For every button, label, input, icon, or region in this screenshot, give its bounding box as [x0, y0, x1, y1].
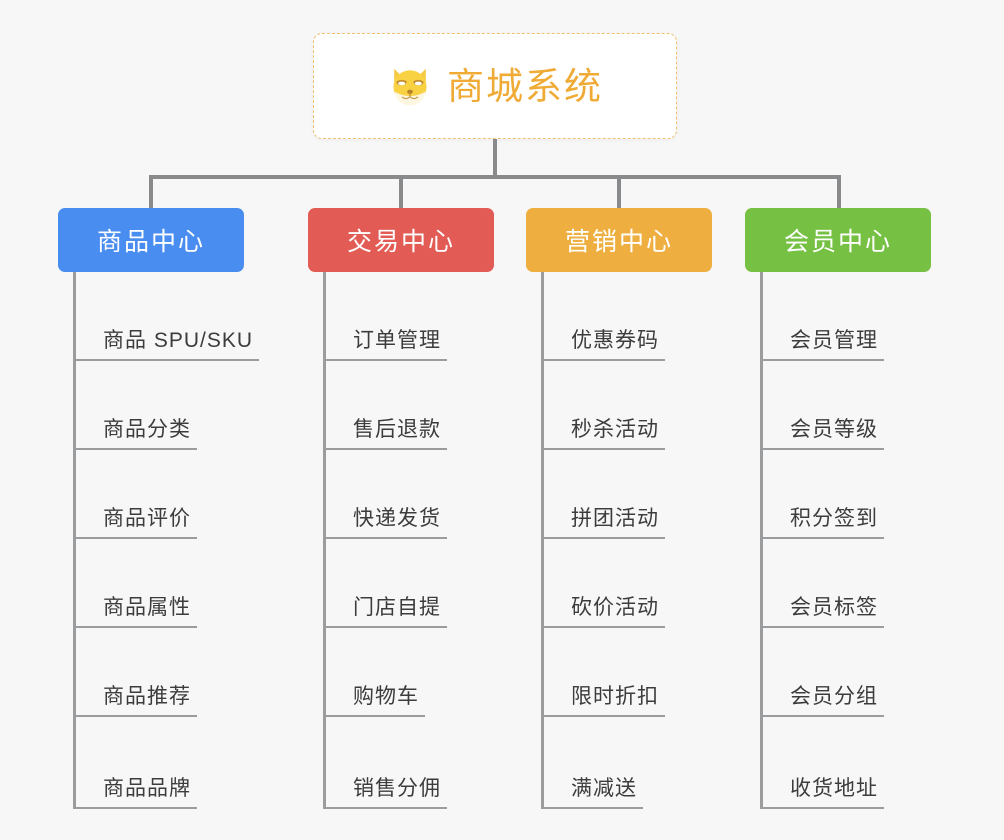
leaf-label: 商品推荐: [73, 684, 197, 717]
list-item[interactable]: 满减送: [541, 717, 712, 809]
leaf-label: 会员管理: [760, 328, 884, 361]
list-item[interactable]: 售后退款: [323, 361, 494, 450]
list-item[interactable]: 优惠券码: [541, 272, 712, 361]
list-item[interactable]: 会员等级: [760, 361, 931, 450]
column-marketing-center: 营销中心 优惠券码 秒杀活动 拼团活动 砍价活动 限时折扣 满减送: [526, 208, 712, 809]
list-item[interactable]: 门店自提: [323, 539, 494, 628]
branch-product-center: 商品 SPU/SKU 商品分类 商品评价 商品属性 商品推荐 商品品牌: [73, 272, 260, 809]
category-label: 商品中心: [96, 228, 205, 256]
category-label: 营销中心: [564, 228, 673, 256]
branch-marketing-center: 优惠券码 秒杀活动 拼团活动 砍价活动 限时折扣 满减送: [541, 272, 712, 809]
list-item[interactable]: 秒杀活动: [541, 361, 712, 450]
list-item[interactable]: 商品 SPU/SKU: [73, 272, 260, 361]
column-member-center: 会员中心 会员管理 会员等级 积分签到 会员标签 会员分组 收货地址: [745, 208, 931, 809]
leaf-label: 会员标签: [760, 595, 884, 628]
category-header-marketing-center[interactable]: 营销中心: [526, 208, 712, 272]
category-label: 会员中心: [783, 228, 892, 256]
connector-drop-trade-center: [399, 175, 403, 209]
leaf-label: 门店自提: [323, 595, 447, 628]
column-trade-center: 交易中心 订单管理 售后退款 快递发货 门店自提 购物车 销售分佣: [308, 208, 494, 809]
category-header-member-center[interactable]: 会员中心: [745, 208, 931, 272]
connector-drop-marketing-center: [617, 175, 621, 209]
list-item[interactable]: 商品评价: [73, 450, 244, 539]
leaf-label: 优惠券码: [541, 328, 665, 361]
connector-root-stem: [493, 139, 497, 177]
branch-member-center: 会员管理 会员等级 积分签到 会员标签 会员分组 收货地址: [760, 272, 931, 809]
leaf-label: 会员分组: [760, 684, 884, 717]
leaf-label: 限时折扣: [541, 684, 665, 717]
list-item[interactable]: 砍价活动: [541, 539, 712, 628]
list-item[interactable]: 商品推荐: [73, 628, 244, 717]
leaf-label: 商品属性: [73, 595, 197, 628]
leaf-label: 收货地址: [760, 776, 884, 809]
leaf-label: 快递发货: [323, 506, 447, 539]
connector-drop-product-center: [149, 175, 153, 209]
category-header-trade-center[interactable]: 交易中心: [308, 208, 494, 272]
list-item[interactable]: 会员管理: [760, 272, 931, 361]
leaf-label: 满减送: [541, 776, 643, 809]
column-product-center: 商品中心 商品 SPU/SKU 商品分类 商品评价 商品属性 商品推荐 商品品牌: [58, 208, 260, 809]
connector-drop-member-center: [837, 175, 841, 209]
list-item[interactable]: 收货地址: [760, 717, 931, 809]
shiba-dog-face-icon: [393, 68, 427, 106]
leaf-label: 订单管理: [323, 328, 447, 361]
root-node[interactable]: 商城系统: [313, 33, 677, 139]
leaf-label: 拼团活动: [541, 506, 665, 539]
leaf-label: 商品评价: [73, 506, 197, 539]
list-item[interactable]: 销售分佣: [323, 717, 494, 809]
leaf-label: 秒杀活动: [541, 417, 665, 450]
list-item[interactable]: 会员分组: [760, 628, 931, 717]
list-item[interactable]: 商品分类: [73, 361, 244, 450]
category-header-product-center[interactable]: 商品中心: [58, 208, 244, 272]
leaf-label: 商品品牌: [73, 776, 197, 809]
list-item[interactable]: 限时折扣: [541, 628, 712, 717]
category-label: 交易中心: [346, 228, 455, 256]
leaf-label: 售后退款: [323, 417, 447, 450]
leaf-label: 会员等级: [760, 417, 884, 450]
list-item[interactable]: 商品属性: [73, 539, 244, 628]
list-item[interactable]: 订单管理: [323, 272, 494, 361]
leaf-label: 砍价活动: [541, 595, 665, 628]
list-item[interactable]: 商品品牌: [73, 717, 244, 809]
branch-trade-center: 订单管理 售后退款 快递发货 门店自提 购物车 销售分佣: [323, 272, 494, 809]
leaf-label: 销售分佣: [323, 776, 447, 809]
connector-horizontal-bus: [151, 175, 841, 179]
list-item[interactable]: 快递发货: [323, 450, 494, 539]
list-item[interactable]: 会员标签: [760, 539, 931, 628]
list-item[interactable]: 积分签到: [760, 450, 931, 539]
list-item[interactable]: 拼团活动: [541, 450, 712, 539]
leaf-label: 商品 SPU/SKU: [73, 328, 260, 361]
leaf-label: 购物车: [323, 684, 425, 717]
root-title: 商城系统: [447, 65, 603, 107]
leaf-label: 积分签到: [760, 506, 884, 539]
list-item[interactable]: 购物车: [323, 628, 494, 717]
leaf-label: 商品分类: [73, 417, 197, 450]
